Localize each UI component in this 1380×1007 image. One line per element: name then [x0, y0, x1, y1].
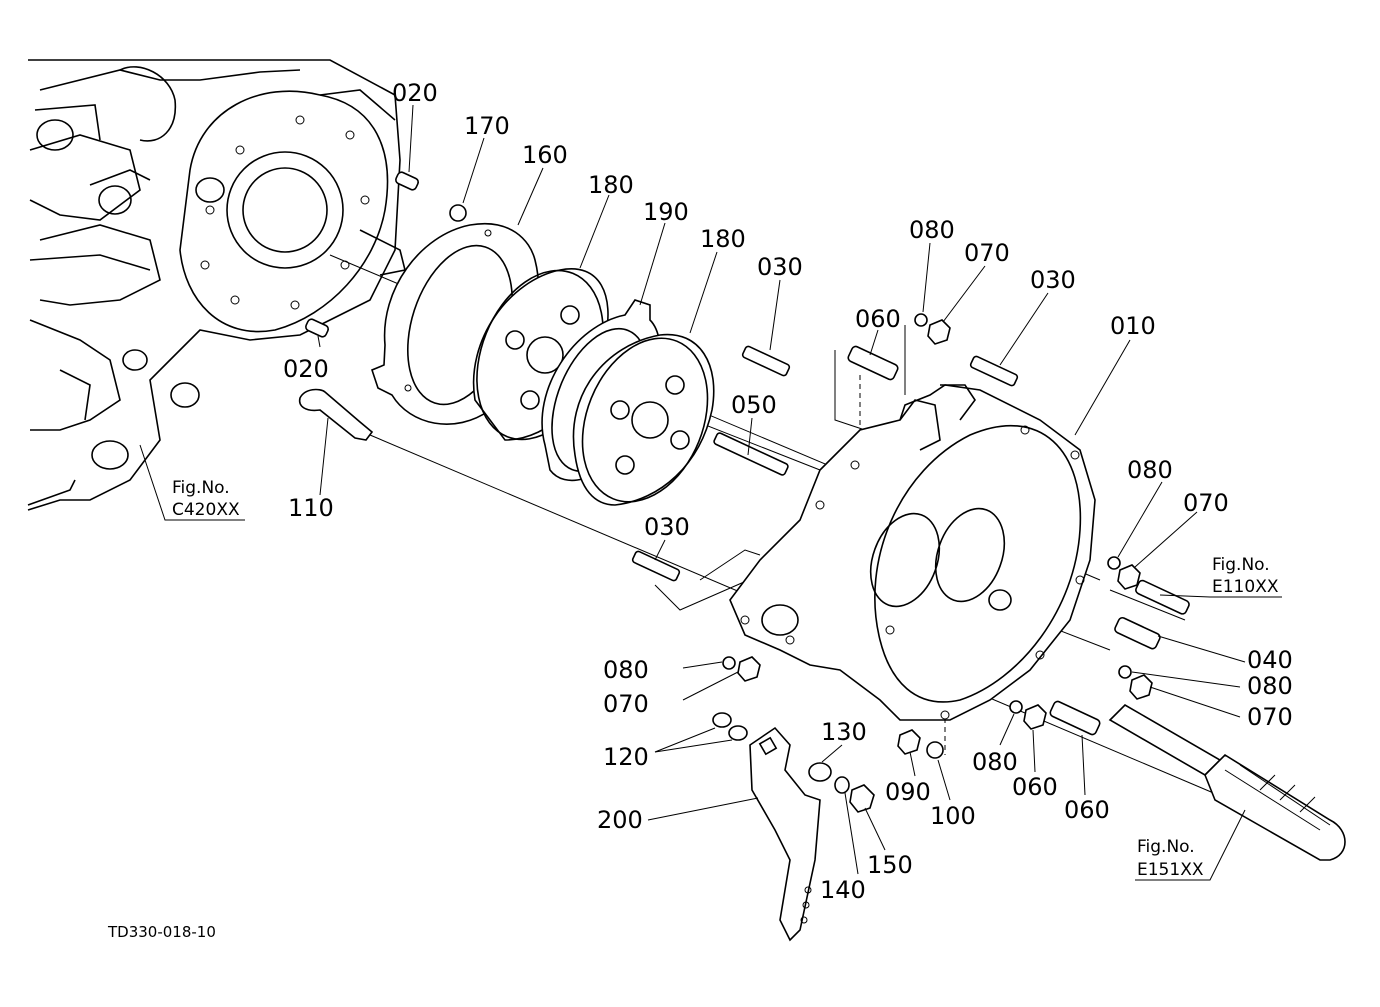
fig-ref-e151xx-code: E151XX [1137, 860, 1204, 880]
label-170: 170 [464, 112, 510, 140]
label-080-right-b: 080 [1247, 672, 1293, 700]
label-160: 160 [522, 141, 568, 169]
label-070-top: 070 [964, 239, 1010, 267]
label-150: 150 [867, 851, 913, 879]
shift-lever-200 [749, 726, 821, 942]
label-190: 190 [643, 198, 689, 226]
label-180-second: 180 [700, 225, 746, 253]
fig-ref-e110xx-code: E110XX [1212, 577, 1279, 597]
label-090: 090 [885, 778, 931, 806]
label-040: 040 [1247, 646, 1293, 674]
label-080-top: 080 [909, 216, 955, 244]
label-080-bottom: 080 [972, 748, 1018, 776]
small-parts [298, 171, 1190, 813]
label-020-lower: 020 [283, 355, 329, 383]
label-180-top: 180 [588, 171, 634, 199]
label-030-top: 030 [757, 253, 803, 281]
friction-plate-180-b [572, 333, 715, 506]
label-030-right: 030 [1030, 266, 1076, 294]
fig-ref-e151xx-prefix: Fig.No. [1137, 837, 1195, 857]
part-labels: 020 170 160 180 190 180 030 080 070 030 … [283, 79, 1293, 904]
label-020-top: 020 [392, 79, 438, 107]
label-140: 140 [820, 876, 866, 904]
leader-lines [139, 104, 1282, 881]
output-shaft [1108, 703, 1346, 861]
label-200: 200 [597, 806, 643, 834]
label-060-top: 060 [855, 305, 901, 333]
label-050: 050 [731, 391, 777, 419]
fig-ref-c420xx-prefix: Fig.No. [172, 478, 230, 498]
label-130: 130 [821, 718, 867, 746]
label-070-bottom: 060 [1012, 773, 1058, 801]
label-010: 010 [1110, 312, 1156, 340]
label-030-lower: 030 [644, 513, 690, 541]
label-070-left: 070 [603, 690, 649, 718]
label-110: 110 [288, 494, 334, 522]
figure-references: Fig.No. C420XX Fig.No. E110XX Fig.No. E1… [172, 478, 1279, 880]
drawing-code: TD330-018-10 [107, 923, 216, 941]
fig-ref-e110xx-prefix: Fig.No. [1212, 555, 1270, 575]
label-080-left: 080 [603, 656, 649, 684]
label-070-right-b: 070 [1247, 703, 1293, 731]
fig-ref-c420xx-code: C420XX [172, 500, 240, 520]
label-120: 120 [603, 743, 649, 771]
transmission-housing [27, 59, 406, 511]
label-080-right-a: 080 [1127, 456, 1173, 484]
label-100: 100 [930, 802, 976, 830]
label-060-bottom: 060 [1064, 796, 1110, 824]
label-070-right-a: 070 [1183, 489, 1229, 517]
clutch-housing-010 [729, 384, 1096, 721]
